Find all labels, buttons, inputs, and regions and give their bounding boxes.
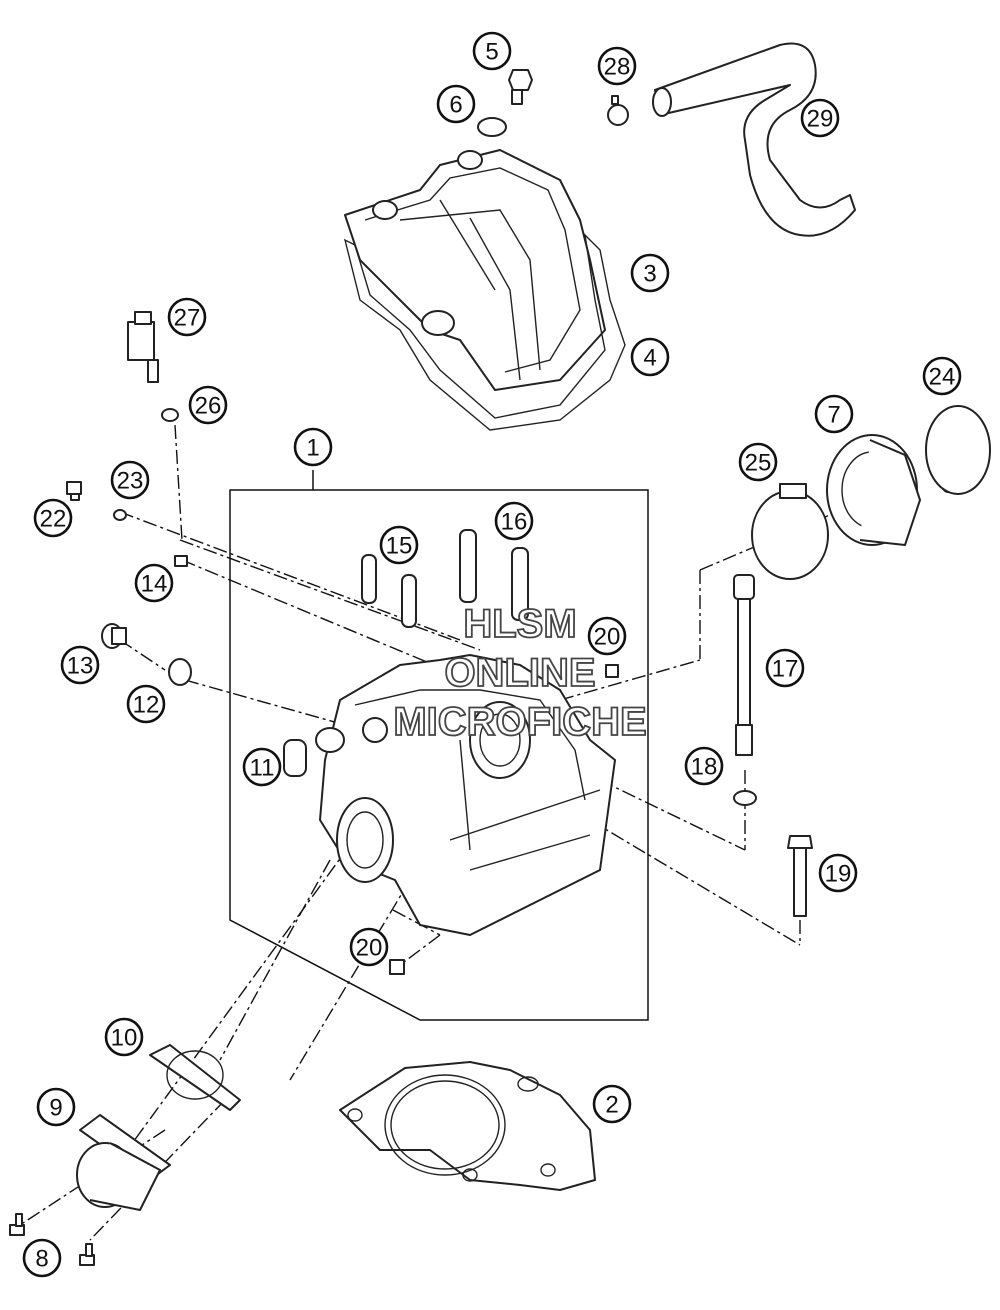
svg-text:26: 26 [195,393,222,420]
screw-8-right [79,1243,95,1266]
callout-10: 10 [104,1017,144,1057]
bolt-19 [787,835,813,917]
svg-text:2: 2 [605,1092,618,1119]
svg-text:5: 5 [485,39,498,66]
washer-26 [161,408,179,422]
callout-24: 24 [922,356,962,396]
callout-8: 8 [22,1238,62,1278]
svg-text:20: 20 [594,624,621,651]
svg-text:24: 24 [929,364,956,391]
svg-text:13: 13 [67,653,94,680]
callout-18: 18 [684,746,724,786]
svg-text:8: 8 [35,1246,48,1273]
svg-text:9: 9 [49,1095,62,1122]
assembly-frame [229,470,649,1021]
plug-13 [101,623,127,649]
plug-22 [66,481,82,501]
seal-ring-23 [113,509,127,521]
seal-ring-12 [168,658,192,686]
callout-29: 29 [800,98,840,138]
svg-text:28: 28 [604,54,631,81]
svg-text:27: 27 [174,305,201,332]
hose-clamp-25 [751,483,829,580]
svg-text:1: 1 [306,435,319,462]
temperature-sensor-27 [127,311,159,383]
svg-text:25: 25 [745,450,772,477]
svg-text:29: 29 [807,106,834,133]
callout-4: 4 [630,337,670,377]
clamp-28 [607,95,629,126]
svg-text:3: 3 [643,261,656,288]
plug-20-upper [605,664,619,678]
callout-12: 12 [126,684,166,724]
svg-text:20: 20 [356,935,383,962]
svg-text:12: 12 [133,692,160,719]
watermark-line-1: HLSM [463,602,576,646]
seal-6 [477,117,507,137]
callout-15: 15 [379,525,419,565]
exhaust-flange-9 [76,1114,171,1211]
plug-20-lower [389,959,405,975]
svg-text:18: 18 [691,754,718,781]
svg-text:4: 4 [643,345,656,372]
callout-11: 11 [242,747,282,787]
callout-23: 23 [110,460,150,500]
svg-text:16: 16 [501,509,528,536]
callout-9: 9 [36,1087,76,1127]
dowel-11 [283,739,307,777]
svg-text:19: 19 [825,861,852,888]
svg-text:11: 11 [250,755,275,782]
valve-guides-16 [459,529,529,621]
callout-22: 22 [33,498,73,538]
watermark: HLSM ONLINE MICROFICHE [392,601,647,745]
callout-6: 6 [436,84,476,124]
callout-20-upper: 20 [587,616,627,656]
svg-text:15: 15 [386,533,413,560]
svg-text:14: 14 [141,571,168,598]
svg-text:17: 17 [772,656,799,683]
screw-8-left [9,1213,25,1236]
washer-18 [733,790,757,806]
callout-5: 5 [472,31,512,71]
svg-text:10: 10 [111,1025,138,1052]
gasket-10 [149,1044,241,1111]
callout-25: 25 [738,442,778,482]
svg-text:23: 23 [117,468,144,495]
watermark-line-2: ONLINE [444,651,595,695]
callout-14: 14 [134,563,174,603]
callout-28: 28 [597,46,637,86]
callout-27: 27 [167,297,207,337]
head-gasket-2 [339,1061,596,1191]
callout-20-lower: 20 [349,927,389,967]
svg-text:22: 22 [40,506,67,533]
svg-text:7: 7 [827,402,840,429]
valve-guides-15 [361,554,417,628]
callout-16: 16 [494,501,534,541]
callout-7: 7 [814,394,854,434]
callout-2: 2 [592,1084,632,1124]
intake-flange-7 [826,434,955,546]
hose-clamp-24 [925,405,991,495]
svg-text:6: 6 [449,92,462,119]
callout-13: 13 [60,645,100,685]
valve-cover-gasket-4 [343,232,626,431]
bolt-17 [733,574,755,756]
callout-1: 1 [293,427,333,467]
callout-19: 19 [818,853,858,893]
pin-14 [174,555,188,567]
valve-cover-3 [344,149,606,391]
callout-3: 3 [630,253,670,293]
watermark-line-3: MICROFICHE [393,700,646,744]
callout-26: 26 [188,385,228,425]
cylinder-head-1 [315,654,616,936]
hose-29 [652,42,856,237]
callout-17: 17 [765,648,805,688]
bolt-5 [508,69,533,105]
